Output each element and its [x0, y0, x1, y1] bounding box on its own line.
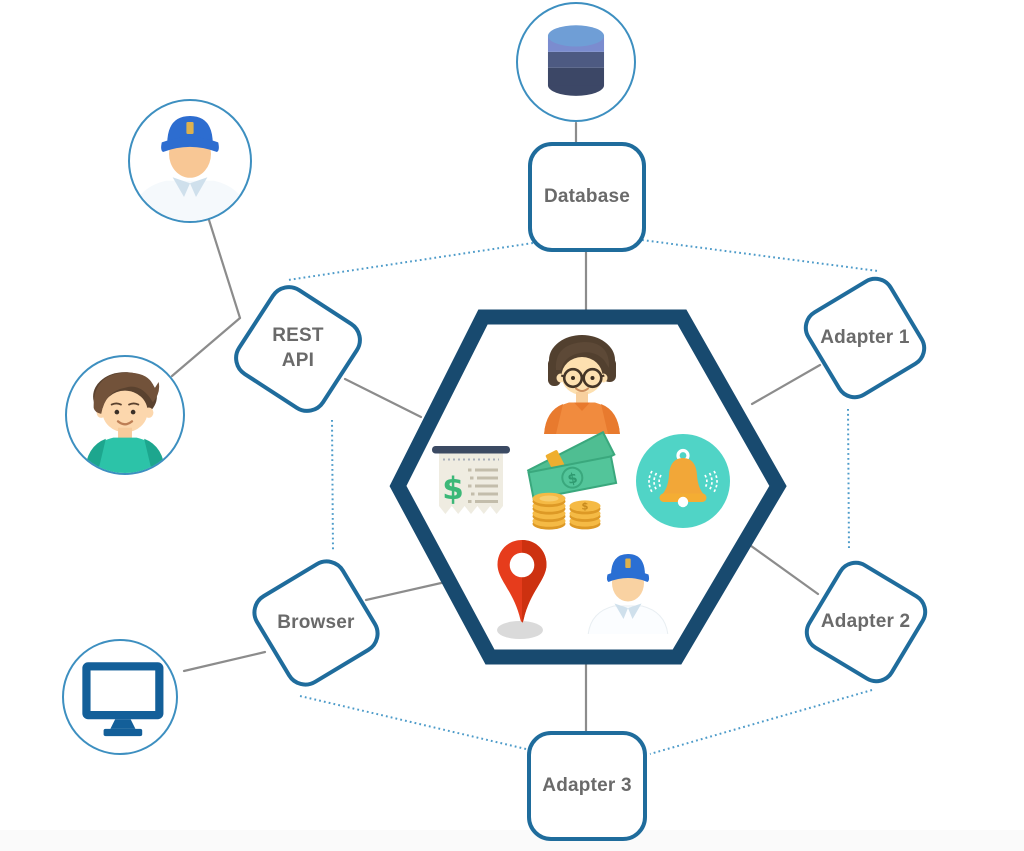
- money-icon: $ $: [526, 430, 618, 530]
- link-database-adapter1: [641, 239, 879, 272]
- computer-monitor-avatar: [62, 639, 178, 755]
- link-adapter3-browser: [299, 695, 527, 750]
- database-cylinder-avatar: [516, 2, 636, 122]
- police-officer-icon: [587, 554, 669, 634]
- node-rest-api-label: REST API: [272, 325, 324, 371]
- node-adapter3: Adapter 3: [527, 731, 647, 841]
- police-officer-avatar: [128, 99, 252, 223]
- user-glasses-icon: [544, 335, 620, 434]
- boy-avatar: [65, 355, 185, 475]
- link-restapi-browser: [331, 419, 334, 552]
- svg-text:$: $: [582, 502, 589, 513]
- location-pin-icon: [497, 540, 547, 639]
- node-adapter2-label: Adapter 2: [821, 610, 911, 632]
- link-junction-boy: [170, 316, 242, 378]
- node-adapter1-label: Adapter 1: [820, 326, 910, 348]
- svg-text:$: $: [566, 470, 579, 488]
- node-browser-label: Browser: [277, 611, 355, 633]
- page-bottom-strip: [0, 830, 1024, 851]
- link-adapter2-adapter3: [649, 689, 873, 755]
- link-adapter1-hexagon: [750, 363, 822, 406]
- boy-avatar-icon: [84, 372, 166, 473]
- invoice-icon: $: [432, 446, 510, 514]
- computer-monitor-icon: [82, 662, 164, 737]
- link-adapter1-adapter2: [847, 408, 850, 552]
- link-monitor-browser: [182, 650, 267, 673]
- svg-text:$: $: [442, 471, 464, 507]
- link-restapi-hexagon: [343, 377, 423, 419]
- node-database: Database: [528, 142, 646, 252]
- database-cylinder-icon: [547, 25, 605, 96]
- police-officer-avatar-icon: [130, 116, 250, 221]
- link-browser-hexagon: [364, 579, 452, 602]
- link-police-junction: [207, 218, 242, 320]
- notification-bell-icon: [636, 434, 730, 528]
- link-database-restapi: [287, 242, 534, 281]
- link-adapter2-hexagon: [745, 541, 820, 596]
- node-database-label: Database: [543, 185, 631, 207]
- node-adapter3-label: Adapter 3: [542, 774, 632, 796]
